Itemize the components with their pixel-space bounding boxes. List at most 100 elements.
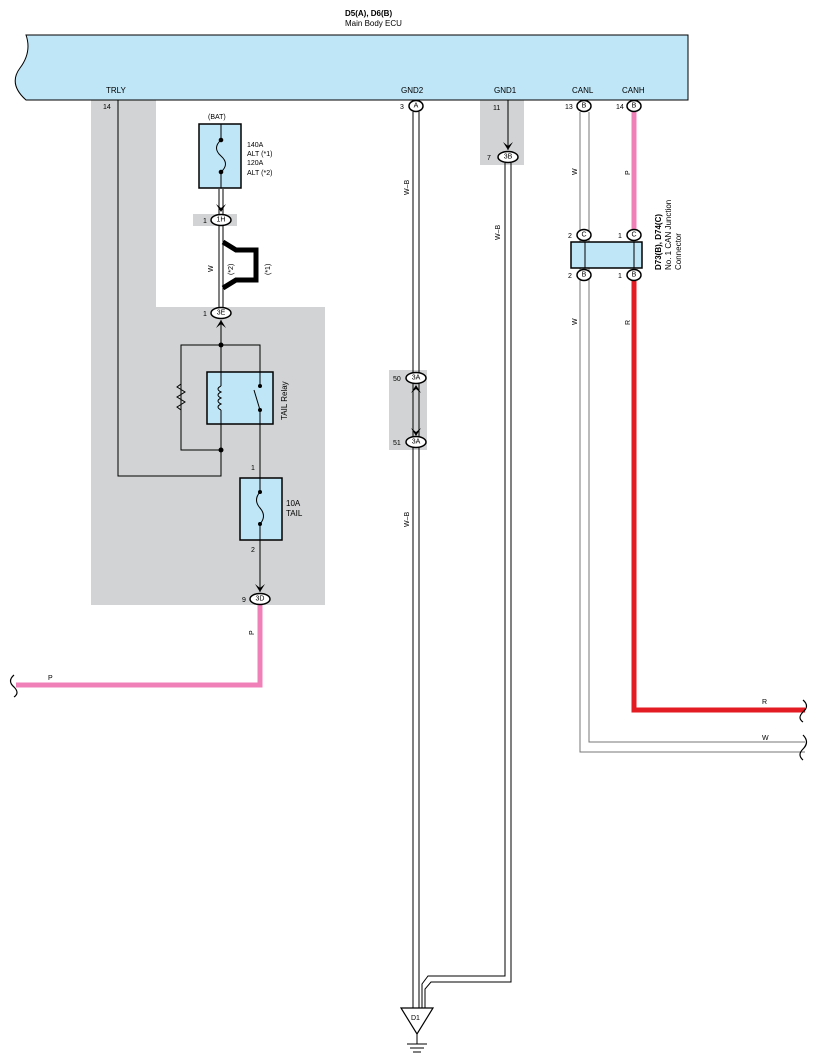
junction-3e: 3E — [210, 306, 232, 320]
wire-label-p-horizontal: P — [48, 675, 53, 682]
fuse-rating: 10A — [286, 499, 301, 508]
junction-3e-pin: 1 — [203, 311, 207, 318]
wire-label-wb-top: W–B — [404, 180, 411, 196]
terminal-label-gnd2: GND2 — [401, 86, 424, 95]
terminal-label-canh: CANH — [622, 86, 645, 95]
can-connector-name-2: Connector — [674, 233, 683, 270]
pin-oval-can-h-top: C — [626, 228, 642, 242]
wire-break-marks — [9, 674, 808, 761]
tail-relay — [206, 371, 274, 425]
pin-oval-can-l-top: C — [576, 228, 592, 242]
can-connector-name-1: No. 1 CAN Junction — [664, 200, 673, 270]
svg-text:3A: 3A — [412, 439, 421, 446]
svg-text:3E: 3E — [217, 310, 226, 317]
fusible-link-line1: 140A — [247, 142, 264, 149]
junction-3a-bot-pin: 51 — [393, 440, 401, 447]
wire-label-p-canh: P — [625, 170, 632, 175]
terminal-label-canl: CANL — [572, 86, 594, 95]
fusible-link — [198, 123, 242, 189]
svg-text:3B: 3B — [504, 154, 513, 161]
wire-label-w-canl-bot: W — [572, 318, 579, 325]
wire-p — [16, 605, 263, 688]
can-pin-l-bot: 2 — [568, 273, 572, 280]
fuse-icon — [256, 478, 264, 540]
terminal-label-trly: TRLY — [106, 86, 127, 95]
svg-text:B: B — [582, 103, 587, 110]
tail-relay-label: TAIL Relay — [280, 381, 289, 420]
can-pin-l-top: 2 — [568, 233, 572, 240]
wire-b-variant — [221, 239, 259, 291]
fusible-link-source: (BAT) — [208, 114, 226, 121]
can-pin-h-top: 1 — [618, 233, 622, 240]
wire-canh-r — [631, 281, 805, 713]
ecu-title: D5(A), D6(B) — [345, 9, 392, 18]
can-connector-shorts — [584, 242, 635, 268]
relay-switch-icon — [253, 372, 262, 424]
ecu-name: Main Body ECU — [345, 19, 402, 28]
pin-oval-can-l-bot: B — [576, 268, 592, 282]
pin-gnd1: 11 — [493, 105, 500, 112]
wire-label-r-canh: R — [625, 320, 632, 325]
wire-canl — [579, 112, 805, 753]
terminal-label-gnd1: GND1 — [494, 86, 517, 95]
svg-text:3D: 3D — [256, 596, 265, 603]
junction-3a-top: 3A — [405, 371, 427, 385]
svg-text:3A: 3A — [412, 375, 421, 382]
svg-text:C: C — [631, 232, 636, 239]
fuse-name: TAIL — [286, 509, 303, 518]
fuse-pin-bottom: 2 — [251, 547, 255, 554]
junction-3a-bot: 3A — [405, 435, 427, 449]
pin-oval-canh: B — [626, 99, 642, 113]
wire-w-bat — [218, 189, 224, 314]
wire-label-p-vertical: P — [249, 630, 256, 635]
pin-canh: 14 — [616, 104, 624, 111]
pin-oval-canl: B — [576, 99, 592, 113]
wire-label-wb-gnd1: W–B — [495, 225, 502, 241]
junction-3b: 3B — [497, 150, 519, 164]
svg-text:B: B — [632, 103, 637, 110]
ground-label: D1 — [411, 1015, 420, 1022]
pin-oval-can-h-bot: B — [626, 268, 642, 282]
can-junction-connector — [570, 241, 643, 269]
connector-arrow-marks — [216, 142, 513, 592]
wire-label-w-bat: W — [208, 265, 215, 272]
pin-oval-gnd2: A — [408, 99, 424, 113]
junction-1h: 1H — [210, 213, 232, 227]
svg-text:B: B — [582, 272, 587, 279]
variant-label-star1: (*1) — [265, 264, 272, 275]
ground-icon — [399, 1007, 435, 1053]
wire-label-r-horizontal: R — [762, 699, 767, 706]
junction-1h-pin: 1 — [203, 218, 207, 225]
relay-circuit-wiring — [180, 320, 261, 592]
wire-label-w-canl-top: W — [572, 168, 579, 175]
pin-trly: 14 — [103, 104, 111, 111]
main-body-ecu — [14, 34, 689, 101]
wire-label-wb-bottom: W–B — [404, 512, 411, 528]
wire-label-b: B — [247, 265, 254, 270]
fusible-link-icon — [216, 124, 226, 188]
relay-coil-icon — [217, 372, 223, 424]
wire-gnd1 — [421, 163, 512, 1008]
fusible-link-line4: ALT (*2) — [247, 170, 272, 177]
junction-3a-top-pin: 50 — [393, 376, 401, 383]
can-connector-title: D73(B), D74(C) — [654, 214, 663, 270]
fusible-link-line2: ALT (*1) — [247, 151, 272, 158]
wire-gnd2 — [412, 112, 420, 1008]
junction-3b-pin: 7 — [487, 155, 491, 162]
svg-text:1H: 1H — [217, 217, 226, 224]
resistor-icon — [176, 383, 186, 411]
junction-3d: 3D — [249, 592, 271, 606]
svg-text:A: A — [414, 103, 419, 110]
pin-gnd2: 3 — [400, 104, 404, 111]
wire-label-w-horizontal: W — [762, 735, 769, 742]
svg-text:C: C — [581, 232, 586, 239]
fuse-pin-top: 1 — [251, 465, 255, 472]
variant-label-star2: (*2) — [228, 264, 235, 275]
fusible-link-line3: 120A — [247, 160, 264, 167]
junction-3d-pin: 9 — [242, 597, 246, 604]
junction-block-shading — [91, 100, 524, 605]
pin-canl: 13 — [565, 104, 573, 111]
svg-text:B: B — [632, 272, 637, 279]
can-pin-h-bot: 1 — [618, 273, 622, 280]
